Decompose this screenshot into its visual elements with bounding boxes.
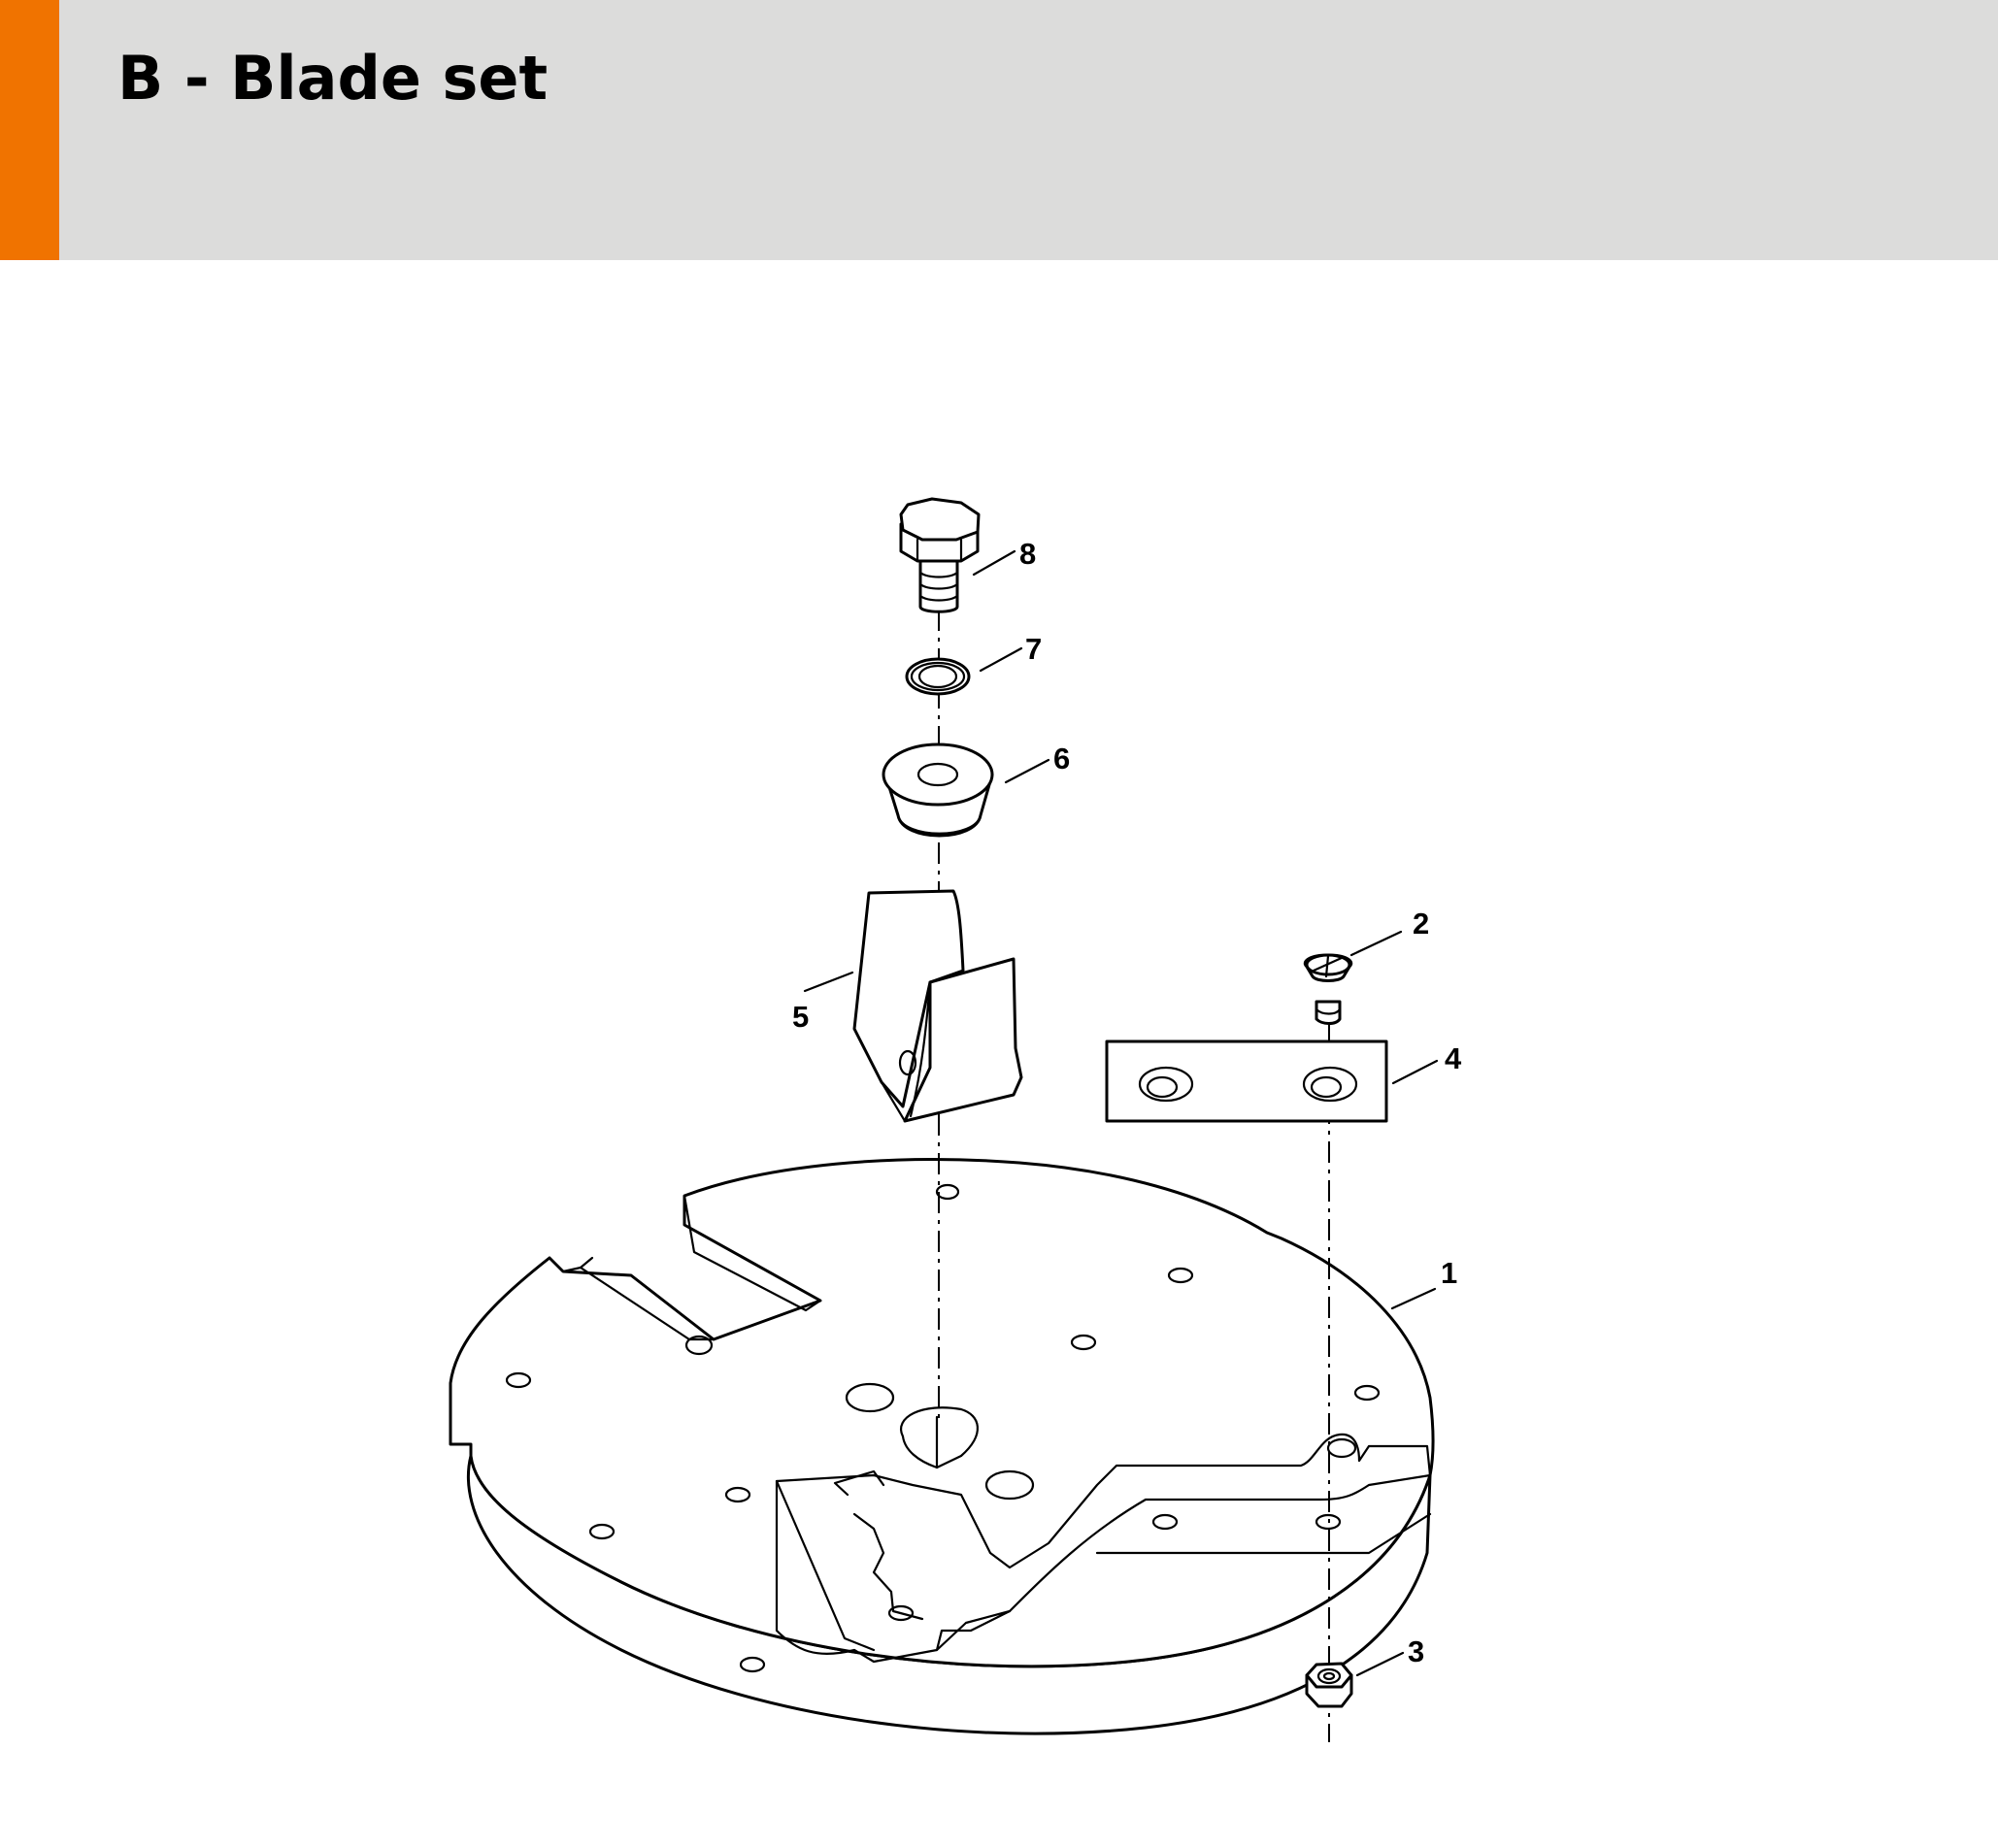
callout-5: 5 <box>792 1000 809 1034</box>
screw <box>1303 953 1353 1025</box>
callout-1: 1 <box>1441 1256 1457 1290</box>
hex-bolt <box>899 497 981 613</box>
callout-3: 3 <box>1408 1634 1424 1668</box>
callout-2: 2 <box>1413 907 1429 940</box>
callout-4: 4 <box>1445 1041 1462 1075</box>
accent-stripe <box>0 0 59 260</box>
counter-plate <box>1105 1040 1388 1123</box>
spacer-bushing <box>882 742 994 838</box>
blade-holder <box>852 889 1023 1123</box>
callout-6: 6 <box>1053 742 1070 776</box>
hex-nut <box>1305 1662 1353 1708</box>
washer <box>905 657 971 696</box>
leader-lines <box>803 549 1439 1677</box>
page-title: B - Blade set <box>117 43 549 114</box>
callout-8: 8 <box>1019 537 1036 571</box>
callout-7: 7 <box>1025 632 1042 666</box>
header-bar: B - Blade set <box>0 0 1998 260</box>
blade-disc <box>449 1158 1435 1735</box>
